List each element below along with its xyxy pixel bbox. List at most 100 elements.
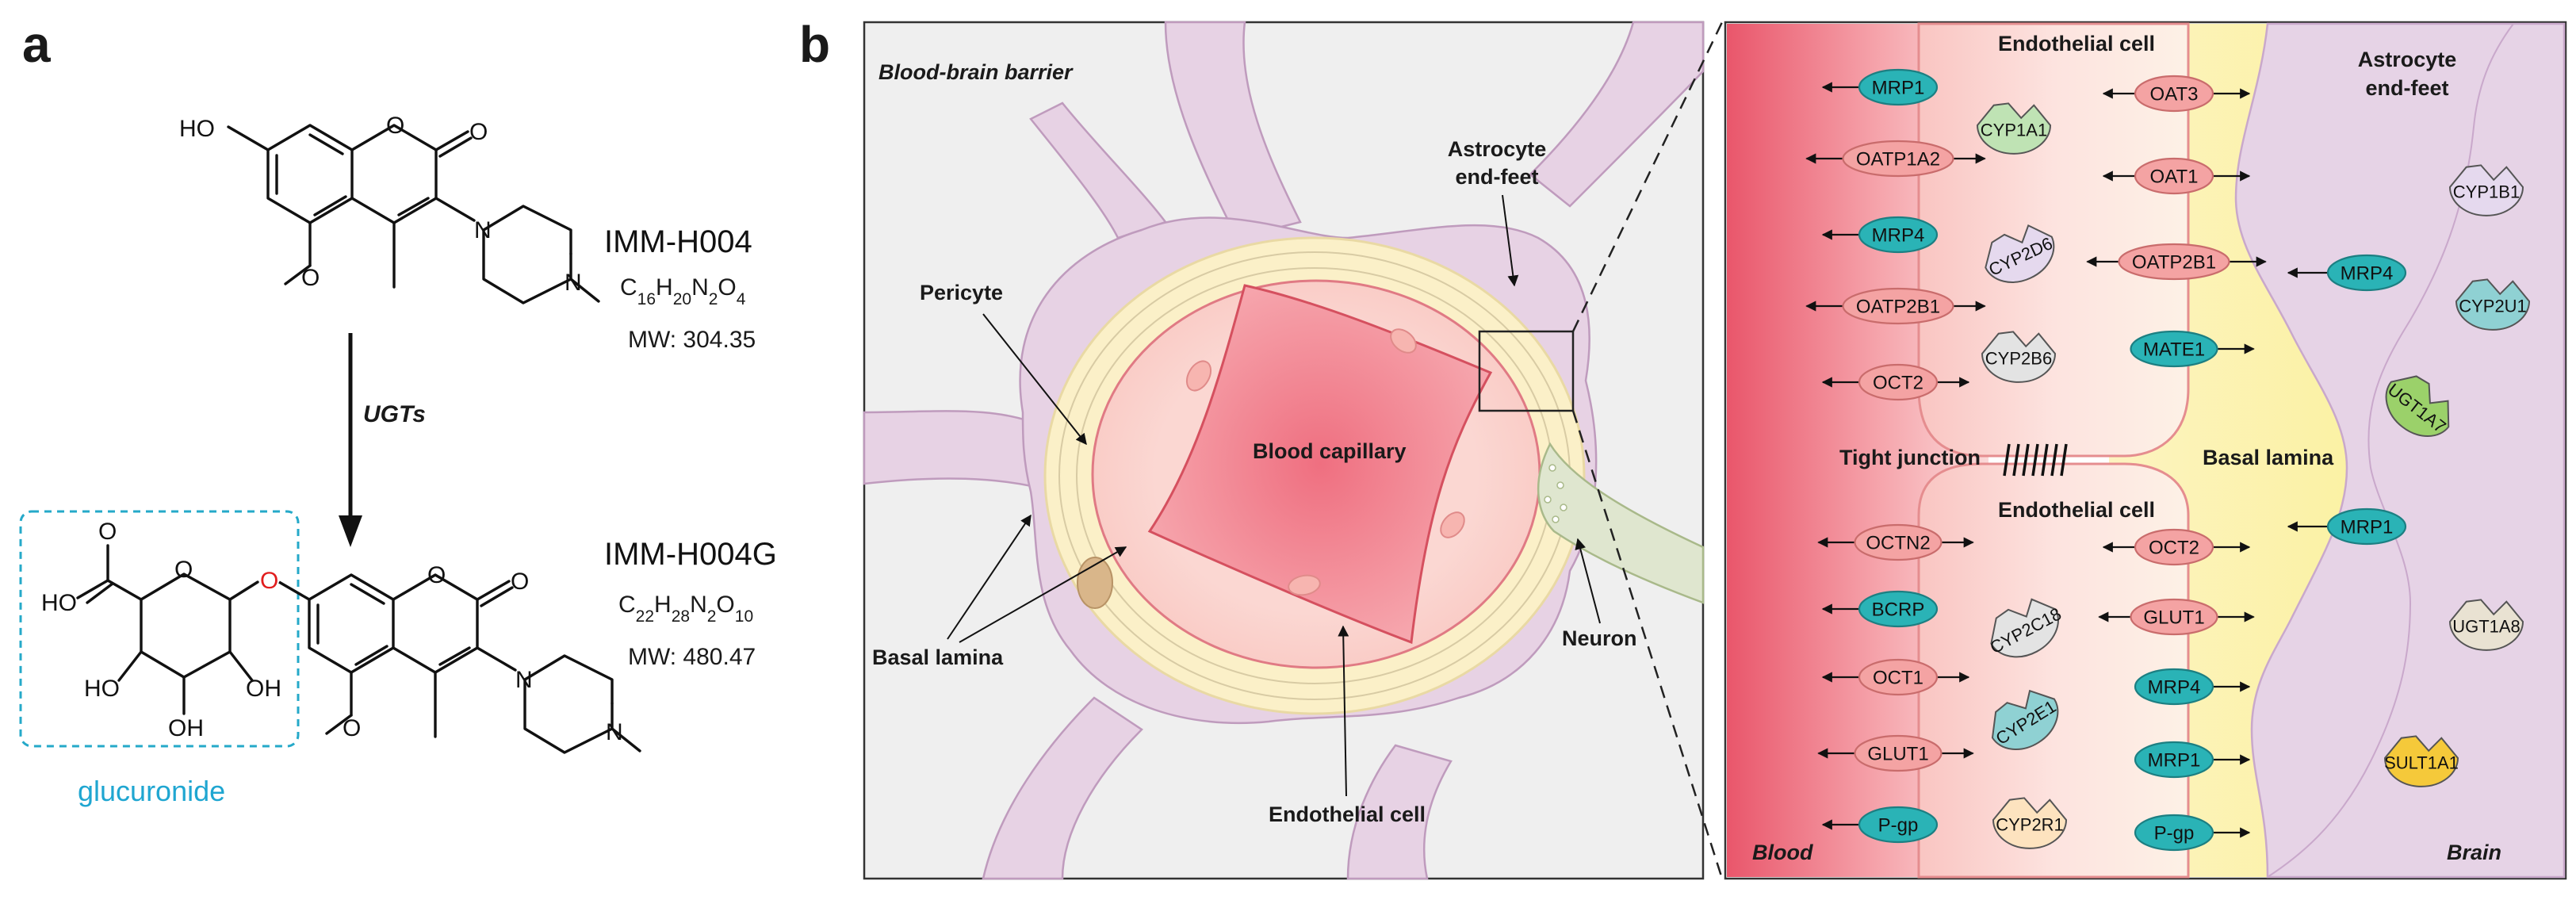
label-basal-lamina-left: Basal lamina <box>872 645 1004 669</box>
compound1-mw: MW: 304.35 <box>628 327 756 353</box>
transporter-abluminal-8: P-gp <box>2134 814 2251 852</box>
transporter-astro-1-label: MRP1 <box>2341 517 2394 538</box>
transporter-abluminal-0-body <box>2134 75 2214 113</box>
atom-o-ring: O <box>386 113 404 139</box>
enzyme-endo-4-body <box>1991 689 2059 750</box>
atom-ho-acid: HO <box>41 590 77 616</box>
label-endothelial-bottom: Endothelial cell <box>1998 498 2155 522</box>
label-astrocyte-2: end-feet <box>1455 165 1538 189</box>
transporter-abluminal-8-body <box>2134 814 2214 852</box>
label-endothelial-top: Endothelial cell <box>1998 32 2155 56</box>
compound2-mw: MW: 480.47 <box>628 644 756 670</box>
label-astro-right-1: Astrocyte <box>2358 48 2457 71</box>
enzyme-astro-1-body <box>2455 278 2531 331</box>
enzyme-endo-4: CYP2E1 <box>1991 689 2060 750</box>
enzyme-astro-4-body <box>2383 735 2459 787</box>
transporter-astro-1-body <box>2326 507 2407 546</box>
enzyme-astro-1: CYP2U1 <box>2455 278 2531 331</box>
glucuronide-label: glucuronide <box>78 775 225 807</box>
transporter-luminal-8-label: GLUT1 <box>1867 744 1928 765</box>
transporter-abluminal-1-label: OAT1 <box>2150 167 2199 188</box>
enzyme-layer: CYP1A1CYP2D6CYP2B6CYP2C18CYP2E1CYP2R1CYP… <box>1976 102 2531 849</box>
transporter-abluminal-0-label: OAT3 <box>2150 84 2199 105</box>
transporter-abluminal-2-body <box>2118 243 2230 281</box>
atom-o-glycosidic: O <box>260 568 278 594</box>
transporter-abluminal-5-body <box>2130 598 2218 636</box>
panel-b-letter: b <box>799 16 830 73</box>
transporter-luminal-2-label: MRP4 <box>1872 225 1925 247</box>
enzyme-endo-0: CYP1A1 <box>1976 102 2052 155</box>
transporter-abluminal-6-label: MRP4 <box>2148 677 2201 699</box>
enzyme-endo-1-body <box>1985 224 2055 283</box>
transporter-luminal-7: OCT1 <box>1821 658 1970 696</box>
transporter-luminal-7-label: OCT1 <box>1873 668 1923 689</box>
compound1-formula: C16H20N2O4 <box>620 274 746 308</box>
label-basal-lamina-right: Basal lamina <box>2203 446 2334 469</box>
label-capillary: Blood capillary <box>1253 439 1407 463</box>
transporter-astro-0: MRP4 <box>2287 254 2407 292</box>
transporter-abluminal-4-label: OCT2 <box>2149 538 2199 559</box>
enzyme-endo-2-body <box>1981 331 2057 383</box>
enzyme-label: UGTs <box>363 401 426 427</box>
bbb-title: Blood-brain barrier <box>878 60 1074 84</box>
transporter-luminal-9-body <box>1858 806 1939 844</box>
atom-o-sugar: O <box>174 557 193 583</box>
transporter-abluminal-6: MRP4 <box>2134 668 2251 706</box>
label-blood: Blood <box>1752 841 1813 864</box>
transporter-luminal-2-body <box>1858 216 1939 254</box>
transporter-luminal-5-label: OCTN2 <box>1866 533 1930 554</box>
compound2-name: IMM-H004G <box>604 537 777 572</box>
enzyme-endo-5: CYP2R1 <box>1992 797 2068 849</box>
transporter-astro-0-body <box>2326 254 2407 292</box>
transporter-luminal-6-label: BCRP <box>1872 599 1925 621</box>
atom-ho-sugar1: HO <box>84 676 120 702</box>
atom-o-ring2: O <box>427 562 446 588</box>
transporter-luminal-0: MRP1 <box>1821 68 1939 106</box>
atom-n3: N <box>515 667 533 693</box>
structure-imm-h004g: O HO O HO OH OH O O O O N N <box>41 519 641 754</box>
label-pericyte: Pericyte <box>920 281 1003 304</box>
transporter-abluminal-7: MRP1 <box>2134 741 2251 779</box>
panel-a-letter: a <box>22 16 51 73</box>
transporter-luminal-1-label: OATP1A2 <box>1856 149 1940 170</box>
label-astro-right-2: end-feet <box>2365 76 2448 100</box>
enzyme-endo-3-body <box>1990 598 2059 658</box>
transporter-astro-1: MRP1 <box>2287 507 2407 546</box>
transporter-luminal-7-body <box>1858 658 1939 696</box>
compound2-formula: C22H28N2O10 <box>618 592 753 626</box>
transporter-abluminal-3: MATE1 <box>2130 330 2255 368</box>
transporter-astro-0-label: MRP4 <box>2341 263 2394 285</box>
transporter-abluminal-6-body <box>2134 668 2214 706</box>
label-brain: Brain <box>2447 841 2501 864</box>
atom-n1: N <box>474 217 492 243</box>
transporter-abluminal-1: OAT1 <box>2102 157 2251 195</box>
enzyme-astro-3-body <box>2448 599 2524 651</box>
transporter-luminal-3-body <box>1842 287 1954 325</box>
atom-oh-acid: O <box>98 519 117 545</box>
transporter-abluminal-8-label: P-gp <box>2154 823 2195 844</box>
transporter-luminal-6-body <box>1858 590 1939 628</box>
atom-o-carbonyl2: O <box>511 569 529 595</box>
transporter-luminal-5-body <box>1854 523 1943 561</box>
transporter-abluminal-7-label: MRP1 <box>2148 750 2201 772</box>
transporter-luminal-3: OATP2B1 <box>1805 287 1986 325</box>
transporter-luminal-0-label: MRP1 <box>1872 78 1925 99</box>
enzyme-astro-3: UGT1A8 <box>2448 599 2524 651</box>
transporter-abluminal-2-label: OATP2B1 <box>2132 252 2216 274</box>
enzyme-astro-4: SULT1A1 <box>2383 735 2459 787</box>
transporter-abluminal-3-label: MATE1 <box>2143 339 2205 361</box>
transporter-abluminal-7-body <box>2134 741 2214 779</box>
transporter-luminal-3-label: OATP2B1 <box>1856 297 1940 318</box>
enzyme-astro-0: CYP1B1 <box>2448 164 2524 216</box>
transporter-layer: MRP1OATP1A2MRP4OATP2B1OCT2OCTN2BCRPOCT1G… <box>1805 68 2407 852</box>
panel-a: a HO O O O N N IMM-H004 <box>19 16 777 807</box>
label-astrocyte-1: Astrocyte <box>1448 137 1547 161</box>
enzyme-astro-2-body <box>2385 375 2450 437</box>
atom-o-methoxy2: O <box>343 715 361 741</box>
atom-o-methoxy: O <box>301 265 320 291</box>
transporter-abluminal-5: GLUT1 <box>2098 598 2255 636</box>
enzyme-astro-3-label: UGT1A8 <box>2452 617 2520 637</box>
transporter-luminal-0-body <box>1858 68 1939 106</box>
enzyme-astro-4-label: SULT1A1 <box>2384 753 2459 773</box>
